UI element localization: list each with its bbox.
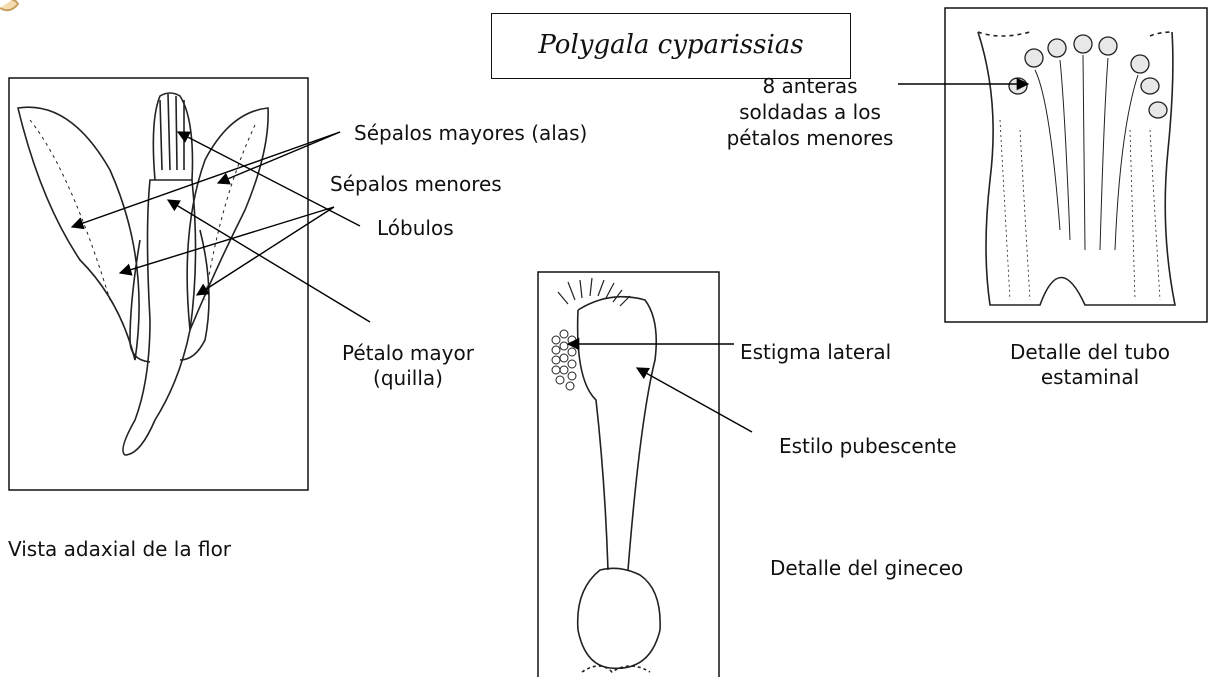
label-petalo-mayor: Pétalo mayor (quilla) [300, 341, 516, 391]
label-anteras-line2: soldadas a los [739, 100, 881, 124]
label-anteras-line3: pétalos menores [726, 126, 894, 150]
flower-panel-frame [8, 77, 309, 491]
gynoecium-panel-frame [537, 271, 720, 677]
arrow-sepalos-mayores-right [216, 131, 341, 185]
arrow-estilo [635, 367, 753, 433]
pointer-arrows [70, 77, 1030, 433]
corner-logo-fragment [0, 0, 20, 12]
label-tubo-estaminal: Detalle del tubo estaminal [970, 340, 1210, 390]
arrow-sepalos-menores-left [118, 206, 335, 276]
label-lobulos: Lóbulos [377, 216, 454, 240]
label-sepalos-menores: Sépalos menores [330, 172, 502, 196]
label-anteras: 8 anteras soldadas a los pétalos menores [690, 73, 930, 151]
species-title: Polygala cyparissias [538, 30, 804, 60]
caption-vista-adaxial: Vista adaxial de la flor [8, 537, 232, 561]
label-estigma: Estigma lateral [740, 340, 892, 364]
stamen-tube-drawing [977, 31, 1176, 306]
arrow-sepalos-menores-right [195, 206, 335, 296]
label-petalo-mayor-line1: Pétalo mayor [342, 341, 474, 365]
arrow-petalo-mayor [166, 199, 371, 323]
label-sepalos-mayores: Sépalos mayores (alas) [354, 121, 588, 145]
label-anteras-line1: 8 anteras [762, 74, 858, 98]
stamen-panel-frame [944, 7, 1208, 323]
caption-gineceo: Detalle del gineceo [770, 556, 964, 580]
label-tubo-line2: estaminal [1040, 365, 1140, 389]
gynoecium-drawing [551, 277, 661, 674]
arrow-sepalos-mayores-left [70, 131, 341, 230]
flower-drawing [17, 92, 269, 456]
label-petalo-mayor-line2: (quilla) [373, 366, 443, 390]
species-title-box: Polygala cyparissias [491, 13, 851, 79]
label-estilo: Estilo pubescente [779, 434, 957, 458]
label-tubo-line1: Detalle del tubo [1010, 340, 1170, 364]
